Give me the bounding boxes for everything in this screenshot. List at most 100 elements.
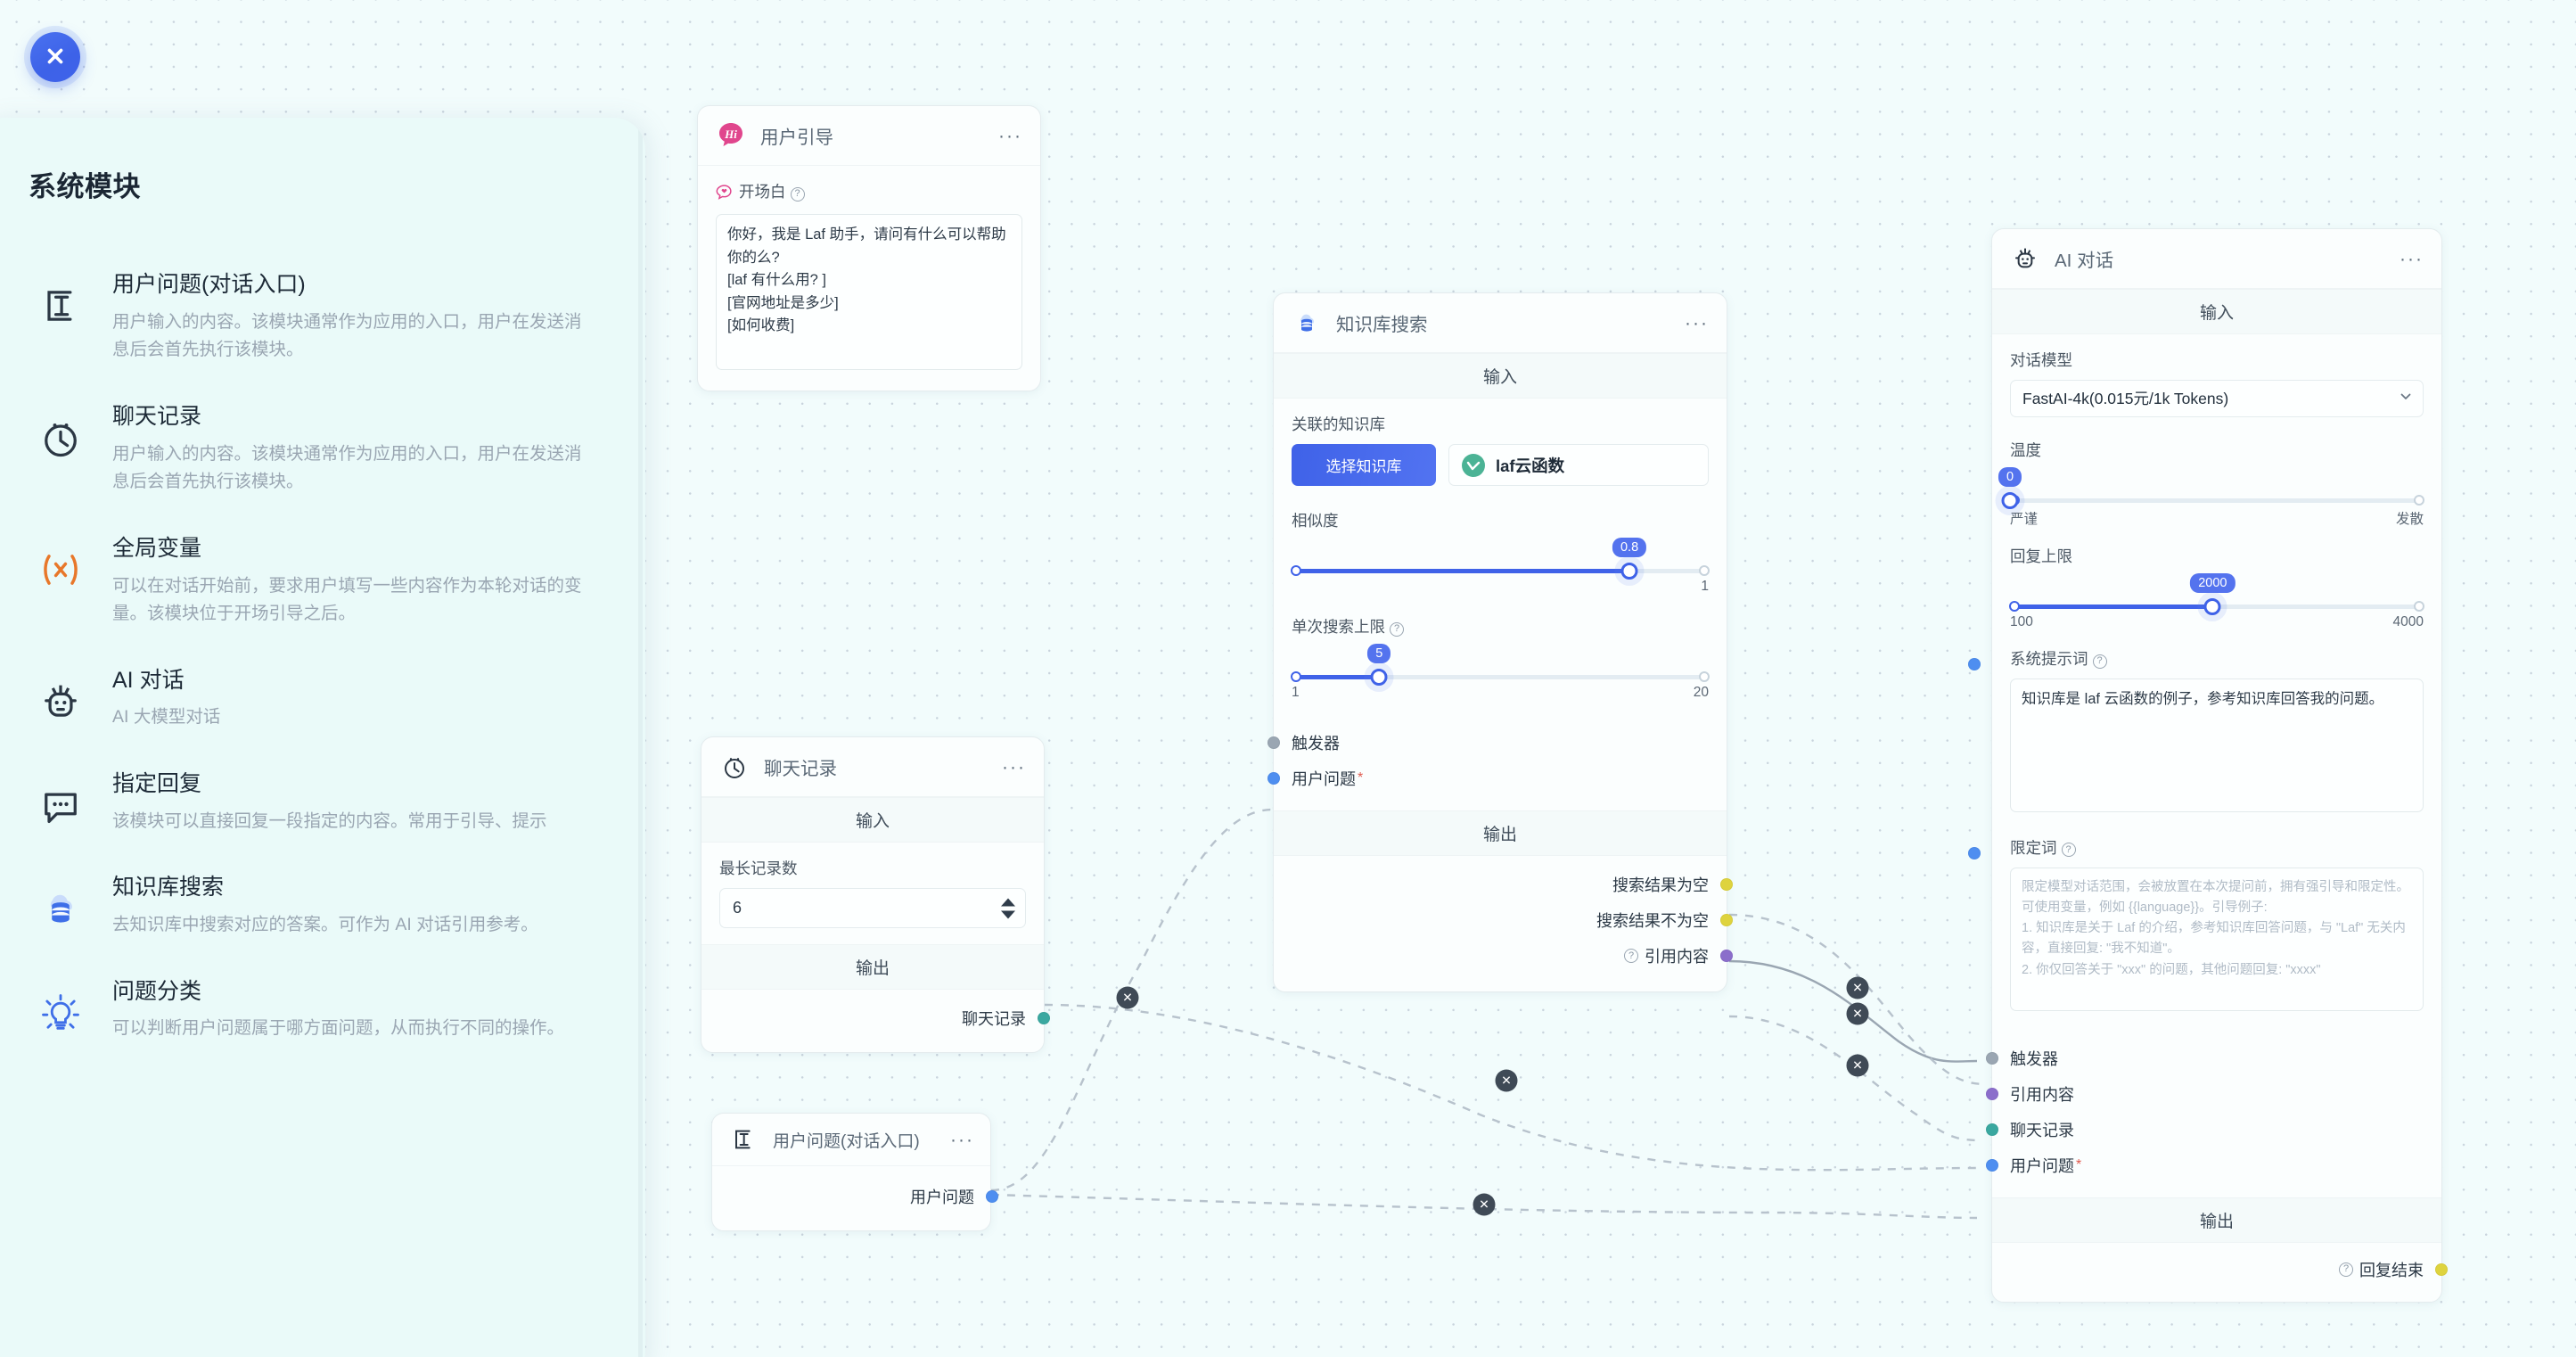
edge-delete-button[interactable]: ✕ — [1495, 1069, 1518, 1092]
node-menu-button[interactable]: ··· — [998, 125, 1022, 146]
io-row-reply-end[interactable]: ? 回复结束 — [2010, 1252, 2448, 1287]
slider-track — [1292, 675, 1709, 679]
help-icon[interactable]: ? — [2339, 1262, 2353, 1277]
help-icon[interactable]: ? — [2092, 654, 2107, 669]
port-quote-content-out[interactable] — [1720, 950, 1733, 962]
search-limit-slider[interactable]: 5 1 20 — [1291, 644, 1710, 700]
node-title: 聊天记录 — [764, 759, 837, 779]
panel-scrollbar[interactable] — [638, 127, 643, 1357]
edge-delete-button[interactable]: ✕ — [1846, 1002, 1869, 1025]
io-row-chat-history[interactable]: 聊天记录 — [1986, 1112, 2424, 1147]
port-reply-end-out[interactable] — [2435, 1262, 2448, 1276]
output-section-label: 输出 — [1274, 810, 1727, 856]
module-name: 全局变量 — [112, 535, 202, 561]
port-result-not-empty-out[interactable] — [1720, 914, 1733, 926]
io-row-user-question-out[interactable]: 用户问题 — [728, 1179, 998, 1214]
module-desc: 用户输入的内容。该模块通常作为应用的入口，用户在发送消息后会首先执行该模块。 — [112, 311, 582, 360]
max-tokens-knob[interactable] — [2203, 598, 2221, 615]
limit-knob[interactable] — [1370, 669, 1388, 686]
io-row-quote-content[interactable]: 引用内容 — [1986, 1076, 2424, 1112]
system-prompt-textarea[interactable]: 知识库是 laf 云函数的例子，参考知识库回答我的问题。 — [2010, 678, 2424, 812]
module-item-chat-history[interactable]: 聊天记录 用户输入的内容。该模块通常作为应用的入口，用户在发送消息后会首先执行该… — [29, 384, 595, 516]
kb-field-label: 关联的知识库 — [1292, 415, 1385, 433]
io-row-user-question[interactable]: 用户问题* — [1267, 761, 1709, 796]
io-row-result-not-empty[interactable]: 搜索结果不为空 — [1292, 902, 1733, 938]
io-row-chat-history[interactable]: 聊天记录 — [719, 1000, 1050, 1036]
node-menu-button[interactable]: ··· — [950, 1129, 974, 1150]
system-prompt-label-row: 系统提示词? — [2010, 647, 2424, 670]
module-item-specified-reply[interactable]: 指定回复 该模块可以直接回复一段指定的内容。常用于引导、提示 — [29, 752, 595, 855]
similarity-max-tick: 1 — [1701, 579, 1709, 594]
node-title: AI 对话 — [2055, 251, 2114, 271]
io-row-trigger[interactable]: 触发器 — [1986, 1040, 2424, 1076]
node-header[interactable]: 聊天记录 ··· — [701, 737, 1044, 797]
edge-delete-button[interactable]: ✕ — [1846, 976, 1869, 999]
edge-delete-button[interactable]: ✕ — [1116, 986, 1139, 1009]
module-item-global-variable[interactable]: 全局变量 可以在对话开始前，要求用户填写一些内容作为本轮对话的变量。该模块位于开… — [29, 516, 595, 648]
node-user-guide[interactable]: Hi 用户引导 ··· 开场白? 你好，我是 Laf 助手，请问有什么可以帮助你… — [697, 105, 1041, 392]
node-ai-chat[interactable]: AI 对话 ··· 输入 对话模型 FastAI-4k(0.015元/1k To… — [1968, 228, 2448, 1303]
port-user-question-out[interactable] — [986, 1190, 998, 1203]
similarity-knob[interactable] — [1620, 563, 1638, 580]
max-records-input[interactable] — [719, 888, 1026, 928]
port-system-prompt-in[interactable] — [1968, 658, 1981, 670]
module-item-user-question[interactable]: 用户问题(对话入口) 用户输入的内容。该模块通常作为应用的入口，用户在发送消息后… — [29, 252, 595, 384]
io-row-user-question[interactable]: 用户问题* — [1986, 1147, 2424, 1183]
port-user-question-in[interactable] — [1986, 1158, 1998, 1172]
node-menu-button[interactable]: ··· — [2400, 248, 2424, 269]
port-trigger-in[interactable] — [1267, 736, 1280, 749]
hi-badge-icon: Hi — [716, 120, 746, 151]
opening-statement-textarea[interactable]: 你好，我是 Laf 助手，请问有什么可以帮助你的么? [laf 有什么用? ] … — [716, 214, 1022, 371]
help-icon[interactable]: ? — [790, 186, 805, 201]
io-row-result-empty[interactable]: 搜索结果为空 — [1292, 867, 1733, 902]
node-kb-search[interactable]: 知识库搜索 ··· 输入 关联的知识库 选择知识库 laf云函数 相似度 — [1267, 292, 1733, 992]
port-quote-content-in[interactable] — [1986, 1087, 1998, 1100]
node-body: 关联的知识库 选择知识库 laf云函数 相似度 — [1274, 399, 1727, 714]
edge-delete-button[interactable]: ✕ — [1473, 1193, 1496, 1216]
port-limit-prompt-in[interactable] — [1968, 846, 1981, 859]
node-header[interactable]: 用户问题(对话入口) ··· — [712, 1114, 990, 1166]
model-label: 对话模型 — [2010, 351, 2072, 369]
node-menu-button[interactable]: ··· — [1685, 312, 1709, 333]
max-tokens-slider[interactable]: 2000 100 4000 — [2009, 573, 2424, 629]
user-question-outputs: 用户问题 — [712, 1166, 998, 1230]
port-trigger-in[interactable] — [1986, 1051, 1998, 1065]
module-item-question-classify[interactable]: 问题分类 可以判断用户问题属于哪方面问题，从而执行不同的操作。 — [29, 959, 595, 1063]
node-header[interactable]: Hi 用户引导 ··· — [698, 106, 1040, 166]
required-asterisk: * — [1358, 770, 1364, 785]
select-kb-button[interactable]: 选择知识库 — [1292, 444, 1436, 486]
port-result-empty-out[interactable] — [1720, 878, 1733, 891]
stepper-arrows[interactable] — [1001, 898, 1015, 918]
node-title: 用户问题(对话入口) — [773, 1131, 920, 1151]
slider-fill — [1292, 569, 1630, 573]
module-item-ai-chat[interactable]: AI 对话 AI 大模型对话 — [29, 648, 595, 752]
close-panel-button[interactable] — [30, 32, 80, 82]
module-desc: 用户输入的内容。该模块通常作为应用的入口，用户在发送消息后会首先执行该模块。 — [112, 443, 582, 492]
io-row-trigger[interactable]: 触发器 — [1267, 725, 1709, 761]
slider-min-dot — [1291, 671, 1301, 682]
module-item-kb-search[interactable]: 知识库搜索 去知识库中搜索对应的答案。可作为 AI 对话引用参考。 — [29, 855, 595, 958]
temperature-slider[interactable]: 0 严谨 发散 — [1998, 467, 2424, 527]
node-user-question[interactable]: 用户问题(对话入口) ··· 用户问题 — [711, 1113, 998, 1231]
io-row-quote-content[interactable]: ? 引用内容 — [1292, 938, 1733, 974]
model-select[interactable]: FastAI-4k(0.015元/1k Tokens) — [2010, 380, 2424, 417]
node-header[interactable]: AI 对话 ··· — [1992, 229, 2441, 289]
node-chat-history[interactable]: 聊天记录 ··· 输入 最长记录数 输出 聊天记录 — [701, 736, 1050, 1053]
max-records-label: 最长记录数 — [719, 859, 798, 877]
max-records-stepper[interactable] — [719, 888, 1026, 928]
similarity-slider[interactable]: 0.8 1 — [1291, 538, 1710, 594]
model-select-wrapper[interactable]: FastAI-4k(0.015元/1k Tokens) — [2010, 380, 2424, 417]
help-icon[interactable]: ? — [2061, 843, 2076, 858]
port-chat-history-out[interactable] — [1038, 1012, 1050, 1024]
limit-prompt-textarea[interactable] — [2010, 867, 2424, 1011]
edge-delete-button[interactable]: ✕ — [1846, 1054, 1869, 1077]
temperature-knob[interactable] — [2001, 492, 2019, 509]
port-chat-history-in[interactable] — [1986, 1123, 1998, 1136]
help-icon[interactable]: ? — [1390, 621, 1404, 637]
node-menu-button[interactable]: ··· — [1002, 756, 1026, 777]
help-icon[interactable]: ? — [1624, 949, 1638, 963]
node-header[interactable]: 知识库搜索 ··· — [1274, 293, 1727, 353]
port-user-question-in[interactable] — [1267, 772, 1280, 785]
kb-tag-laf[interactable]: laf云函数 — [1448, 444, 1709, 486]
